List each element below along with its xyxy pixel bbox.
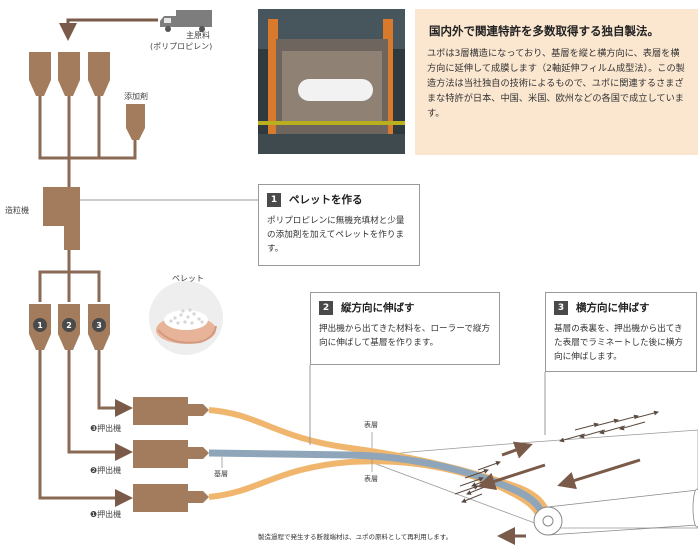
distribution-pipes <box>38 250 101 302</box>
raw-material-hoppers <box>29 52 110 96</box>
film-rollers <box>533 488 698 536</box>
hopper-2-number: 2 <box>62 318 76 332</box>
pelletizer-label: 造粒機 <box>5 206 29 215</box>
pellet-label: ペレット <box>172 274 204 283</box>
step-3-number: 3 <box>554 300 568 315</box>
step-2-body: 押出機から出てきた材料を、ローラーで縦方向に伸ばして基層を作ります。 <box>319 324 491 348</box>
step-1-title: ペレットを作る <box>289 194 363 206</box>
extruder-3-label: ❸押出機 <box>90 424 122 433</box>
transverse-stretch-arrows <box>454 410 659 503</box>
step-3-body: 基層の表裏を、押出機から出てきた表層でラミネートした後に横方向に伸ばします。 <box>554 324 683 362</box>
pelletizer <box>43 187 80 250</box>
hopper-1-number: 1 <box>33 318 47 332</box>
info-title: 国内外で関連特許を多数取得する独自製法。 <box>429 24 659 38</box>
recycle-note: 製造過程で発生する断裁端材は、ユポの原料として再利用します。 <box>258 533 453 541</box>
step-1-callout: 1 ペレットを作る ポリプロピレンに無機充填材と少量の添加剤を加えてペレットを作… <box>258 184 420 266</box>
step-3-callout: 3 横方向に伸ばす 基層の表裏を、押出機から出てきた表層でラミネートした後に横方… <box>545 292 697 372</box>
truck-icon <box>160 10 212 32</box>
feed-pipes <box>38 96 137 190</box>
step-2-title: 縦方向に伸ばす <box>341 302 415 314</box>
base-layer-label: 基層 <box>214 470 228 478</box>
extruder-3 <box>133 397 209 425</box>
step-2-callout: 2 縦方向に伸ばす 押出機から出てきた材料を、ローラーで縦方向に伸ばして基層を作… <box>310 292 500 365</box>
extruder-2 <box>133 440 209 468</box>
pellet-image <box>149 281 223 355</box>
factory-photo <box>258 9 405 154</box>
extruder-1-label: ❶押出機 <box>90 510 122 519</box>
step-1-body: ポリプロピレンに無機充填材と少量の添加剤を加えてペレットを作ります。 <box>267 216 405 254</box>
additive-label: 添加剤 <box>124 92 148 101</box>
raw-material-delivery-arrow <box>59 18 158 41</box>
step-2-number: 2 <box>319 300 333 315</box>
additive-hopper <box>126 104 145 140</box>
bottom-surface-label: 表層 <box>364 475 378 483</box>
extruder-1 <box>133 484 209 512</box>
step-3-title: 横方向に伸ばす <box>576 302 650 314</box>
info-box: 国内外で関連特許を多数取得する独自製法。 ユポは3層構造になっており、基層を縦と… <box>415 9 698 155</box>
raw-material-sub-label: (ポリプロピレン) <box>150 42 213 51</box>
info-body: ユポは3層構造になっており、基層を縦と横方向に、表層を横方向に延伸して成膜します… <box>427 48 685 119</box>
top-surface-label: 表層 <box>364 421 378 429</box>
hopper-3-number: 3 <box>92 318 106 332</box>
extruder-2-label: ❷押出機 <box>90 466 122 475</box>
extruder-feed-pipes <box>38 350 133 507</box>
step-1-number: 1 <box>267 192 281 207</box>
raw-material-label: 主原料 <box>186 31 210 40</box>
longitudinal-stretch-arrows <box>477 441 641 490</box>
